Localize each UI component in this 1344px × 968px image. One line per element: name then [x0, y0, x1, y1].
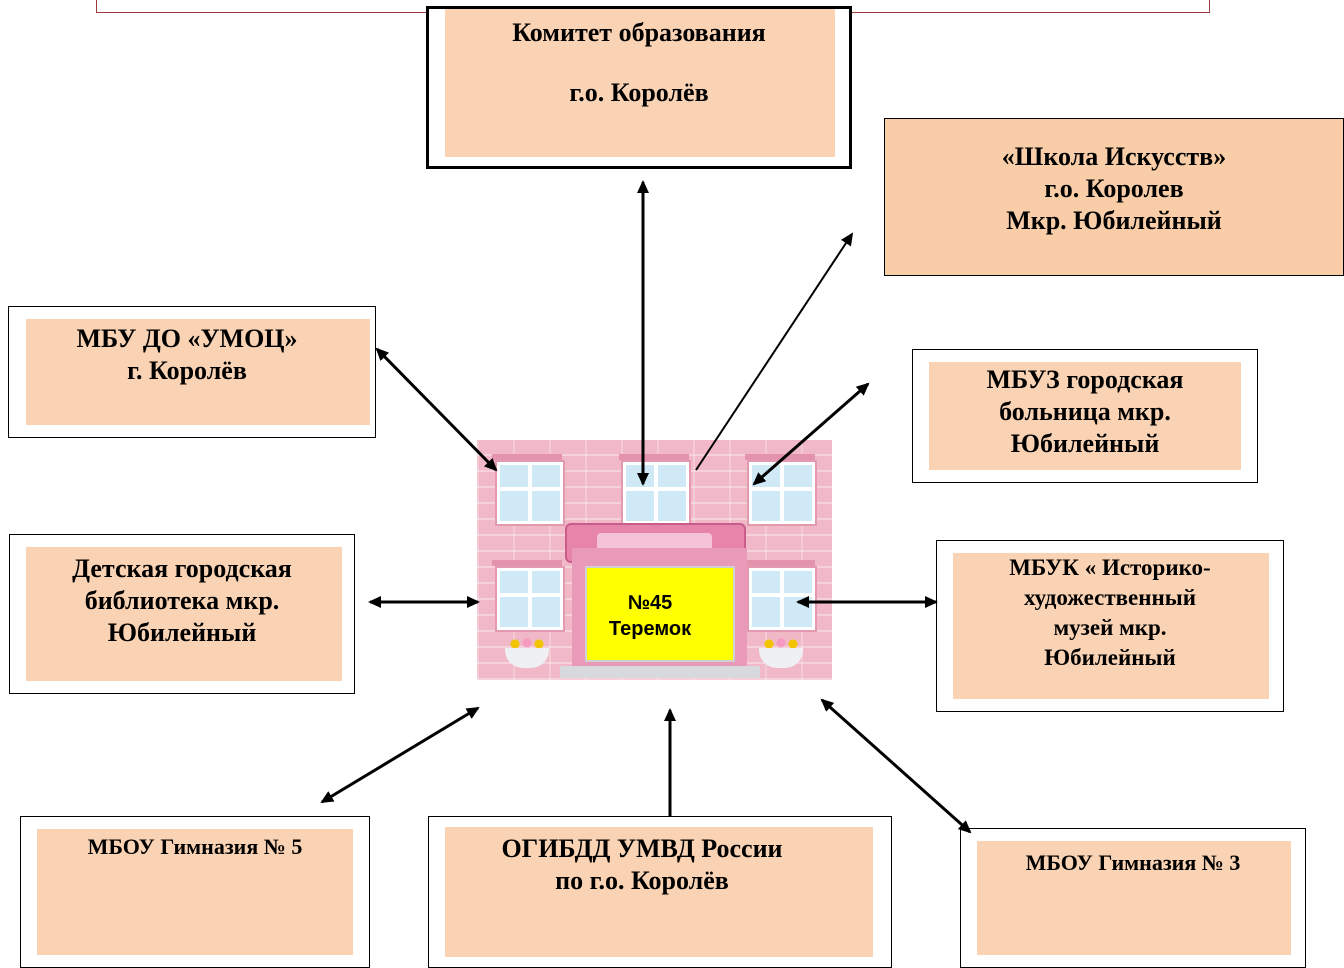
arrow-umoc: [375, 347, 498, 472]
node-ogibdd-line2: по г.о. Королёв: [555, 866, 729, 895]
node-gym3: МБОУ Гимназия № 3: [960, 828, 1306, 968]
window-sill: [745, 560, 815, 566]
node-hospital: МБУЗ городская больница мкр. Юбилейный: [912, 349, 1258, 483]
node-art-school-line2: г.о. Королев: [1044, 174, 1184, 203]
node-committee-line2: г.о. Королёв: [569, 78, 709, 107]
node-museum-line4: Юбилейный: [1044, 645, 1176, 670]
window: [497, 568, 563, 630]
node-ogibdd: ОГИБДД УМВД России по г.о. Королёв: [428, 816, 892, 968]
arrow-art-school: [695, 232, 854, 471]
node-library-line2: библиотека мкр.: [84, 586, 280, 615]
node-umoc: МБУ ДО «УМОЦ» г. Королёв: [8, 306, 376, 438]
flowers: [761, 638, 801, 650]
arrow-hospital: [752, 382, 870, 486]
window: [623, 462, 689, 524]
node-umoc-line2: г. Королёв: [127, 356, 247, 385]
flower-pot: [759, 648, 803, 668]
node-art-school-line1: «Школа Искусств»: [1001, 142, 1227, 171]
node-gym3-line1: МБОУ Гимназия № 3: [1025, 850, 1241, 875]
flowers: [507, 638, 547, 650]
node-museum-line3: музей мкр.: [1053, 615, 1167, 640]
node-gym5: МБОУ Гимназия № 5: [20, 816, 370, 968]
arrow-gym5: [320, 706, 480, 804]
node-museum: МБУК « Историко- художественный музей мк…: [936, 540, 1284, 712]
arrow-gym3: [820, 698, 972, 834]
node-art-school: «Школа Искусств» г.о. Королев Мкр. Юбиле…: [884, 118, 1344, 276]
center-label-box: №45 Теремок: [585, 566, 735, 662]
entrance-steps: [560, 666, 760, 678]
window-sill: [619, 454, 689, 460]
node-ogibdd-line1: ОГИБДД УМВД России: [501, 834, 783, 863]
node-library-line3: Юбилейный: [107, 618, 257, 647]
node-library: Детская городская библиотека мкр. Юбилей…: [9, 534, 355, 694]
node-hospital-line2: больница мкр.: [999, 397, 1171, 426]
node-museum-line2: художественный: [1024, 585, 1196, 610]
node-committee-line1: Комитет образования: [512, 18, 766, 47]
window: [497, 462, 563, 524]
node-umoc-line1: МБУ ДО «УМОЦ»: [76, 324, 298, 353]
node-library-line1: Детская городская: [72, 554, 292, 583]
node-gym5-line1: МБОУ Гимназия № 5: [87, 834, 303, 859]
sign-plate: [597, 533, 712, 551]
node-museum-line1: МБУК « Историко-: [1009, 555, 1211, 580]
node-committee: Комитет образования г.о. Королёв: [426, 6, 852, 169]
node-hospital-line3: Юбилейный: [1010, 429, 1160, 458]
node-art-school-line3: Мкр. Юбилейный: [1006, 206, 1222, 235]
center-number: №45: [627, 592, 673, 614]
window-sill: [492, 454, 562, 460]
window-sill: [492, 560, 562, 566]
center-name: Теремок: [608, 618, 692, 640]
flower-pot: [505, 648, 549, 668]
node-hospital-line1: МБУЗ городская: [986, 365, 1184, 394]
